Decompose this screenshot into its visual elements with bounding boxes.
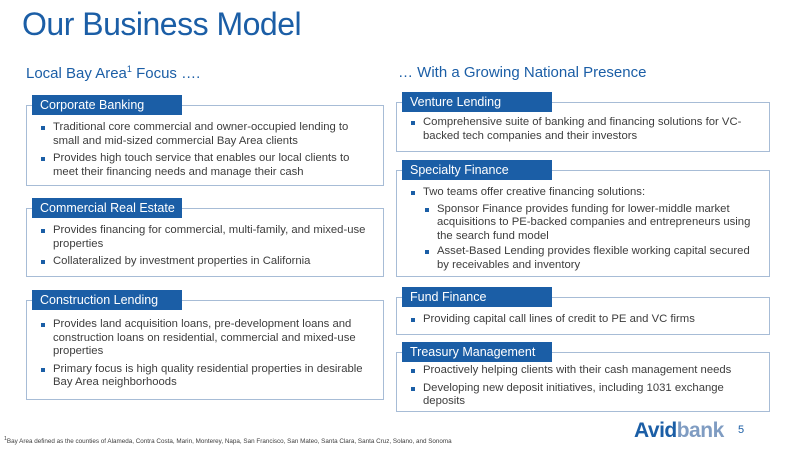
fund-finance-bullets: Providing capital call lines of credit t… [409, 313, 757, 331]
list-item: Traditional core commercial and owner-oc… [39, 121, 371, 148]
treasury-management-box: Proactively helping clients with their c… [396, 352, 770, 412]
list-item: Collateralized by investment properties … [39, 255, 371, 269]
treasury-management-label: Treasury Management [402, 342, 552, 362]
left-column-heading: Local Bay Area1 Focus …. [26, 64, 201, 82]
page-title: Our Business Model [22, 6, 302, 42]
list-item: Sponsor Finance provides funding for low… [423, 203, 757, 244]
list-item: Comprehensive suite of banking and finan… [409, 116, 757, 143]
commercial-real-estate-label: Commercial Real Estate [32, 198, 182, 218]
corporate-banking-box: Traditional core commercial and owner-oc… [26, 105, 384, 186]
list-item: Two teams offer creative financing solut… [409, 186, 757, 272]
specialty-finance-box: Two teams offer creative financing solut… [396, 170, 770, 277]
venture-lending-bullets: Comprehensive suite of banking and finan… [409, 116, 757, 147]
list-item: Primary focus is high quality residentia… [39, 363, 371, 390]
page-number: 5 [738, 424, 745, 436]
specialty-finance-sub-bullets: Sponsor Finance provides funding for low… [423, 203, 757, 273]
venture-lending-label: Venture Lending [402, 92, 552, 112]
construction-lending-label: Construction Lending [32, 290, 182, 310]
list-item: Developing new deposit initiatives, incl… [409, 382, 757, 409]
commercial-real-estate-bullets: Provides financing for commercial, multi… [39, 224, 371, 273]
fund-finance-box: Providing capital call lines of credit t… [396, 297, 770, 335]
list-item: Asset-Based Lending provides flexible wo… [423, 245, 757, 272]
commercial-real-estate-box: Provides financing for commercial, multi… [26, 208, 384, 277]
avidbank-logo: Avidbank [634, 419, 724, 442]
list-item: Proactively helping clients with their c… [409, 364, 757, 378]
construction-lending-box: Provides land acquisition loans, pre-dev… [26, 300, 384, 400]
specialty-finance-bullets: Two teams offer creative financing solut… [409, 186, 757, 276]
list-item: Provides high touch service that enables… [39, 152, 371, 179]
list-item: Provides land acquisition loans, pre-dev… [39, 318, 371, 359]
fund-finance-label: Fund Finance [402, 287, 552, 307]
list-item: Providing capital call lines of credit t… [409, 313, 757, 327]
right-column-heading: … With a Growing National Presence [398, 64, 647, 81]
footnote: 1Bay Area defined as the counties of Ala… [4, 436, 452, 446]
list-item: Provides financing for commercial, multi… [39, 224, 371, 251]
treasury-management-bullets: Proactively helping clients with their c… [409, 364, 757, 413]
specialty-finance-label: Specialty Finance [402, 160, 552, 180]
construction-lending-bullets: Provides land acquisition loans, pre-dev… [39, 318, 371, 394]
corporate-banking-label: Corporate Banking [32, 95, 182, 115]
corporate-banking-bullets: Traditional core commercial and owner-oc… [39, 121, 371, 183]
venture-lending-box: Comprehensive suite of banking and finan… [396, 102, 770, 152]
